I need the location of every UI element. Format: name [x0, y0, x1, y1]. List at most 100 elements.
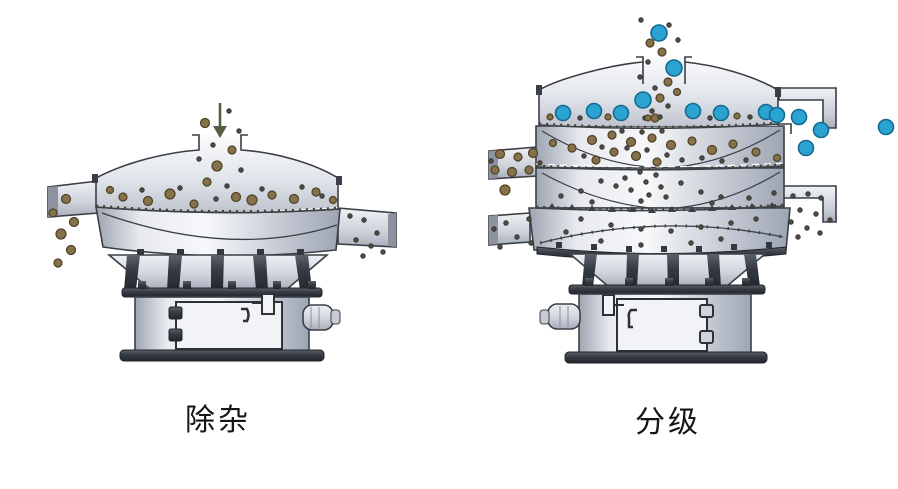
medium-particle-brown: [288, 193, 300, 205]
tier2-cone-curve-right: [661, 129, 781, 169]
medium-particle-brown: [513, 152, 523, 162]
fine-particle-dark: [238, 167, 244, 173]
fine-particle-dark: [139, 187, 145, 193]
right-machine-access-door: [616, 298, 708, 352]
motor-cap: [330, 309, 341, 325]
medium-particle-brown: [733, 112, 741, 120]
pan-floor-curve: [539, 225, 784, 244]
medium-particle-brown: [68, 216, 80, 228]
medium-particle-brown: [55, 228, 67, 240]
fine-particle-dark: [637, 169, 643, 175]
medium-particle-brown: [706, 144, 718, 156]
medium-particle-brown: [230, 191, 242, 203]
medium-particle-brown: [499, 184, 511, 196]
fine-particle-dark: [645, 59, 651, 65]
machine-left: [47, 103, 397, 362]
fine-particle-dark: [653, 172, 659, 178]
fine-particle-dark: [608, 222, 614, 228]
fine-particle-dark: [797, 207, 803, 213]
door-latch-plate: [602, 294, 615, 316]
coarse-particle-blue: [585, 102, 603, 120]
fine-particle-dark: [361, 217, 367, 223]
fine-particle-dark: [299, 184, 305, 190]
coarse-particle-blue: [877, 118, 895, 136]
door-hinge: [699, 304, 714, 318]
pan-bolt: [137, 249, 144, 255]
medium-particle-brown: [311, 187, 321, 197]
medium-particle-brown: [591, 155, 601, 165]
fine-particle-dark: [578, 216, 584, 222]
fine-particle-dark: [589, 199, 595, 205]
fine-particle-dark: [638, 198, 644, 204]
fine-particle-dark: [688, 240, 694, 246]
fine-particle-dark: [224, 183, 230, 189]
fine-particle-dark: [563, 229, 569, 235]
medium-particle-brown: [625, 136, 637, 148]
medium-particle-brown: [665, 139, 677, 151]
fine-particle-dark: [658, 184, 664, 190]
fine-particle-dark: [558, 193, 564, 199]
medium-particle-brown: [227, 145, 237, 155]
fine-particle-dark: [628, 187, 634, 193]
fine-particle-dark: [747, 114, 753, 120]
right-machine-fines-outlet: [782, 185, 837, 223]
medium-particle-brown: [607, 130, 617, 140]
left-machine-clamp-right: [336, 176, 342, 185]
medium-particle-brown: [65, 244, 77, 256]
fine-particle-dark: [638, 242, 644, 248]
fine-particle-dark: [259, 186, 265, 192]
particles-right: [488, 17, 895, 250]
fine-particle-dark: [746, 195, 752, 201]
flange-bolt: [273, 281, 281, 289]
medium-particle-brown: [490, 165, 500, 175]
medium-particle-brown: [548, 138, 558, 148]
fine-particle-dark: [638, 17, 644, 23]
medium-particle-brown: [672, 87, 682, 97]
fine-particle-dark: [598, 178, 604, 184]
funnel-rib: [124, 255, 140, 290]
left-machine-vibration-motor: [302, 304, 334, 331]
fine-particle-dark: [622, 175, 628, 181]
flange-bolt: [705, 278, 713, 286]
flange-bolt: [585, 278, 593, 286]
fine-particle-dark: [827, 217, 833, 223]
medium-particle-brown: [142, 195, 154, 207]
fine-particle-dark: [374, 230, 380, 236]
flange-bolt: [665, 278, 673, 286]
fine-particle-dark: [663, 194, 669, 200]
coarse-particle-blue: [790, 108, 808, 126]
door-hinge: [168, 306, 183, 320]
fine-particle-dark: [805, 191, 811, 197]
pan-bolt: [556, 242, 562, 248]
fine-particle-dark: [675, 37, 681, 43]
coarse-particle-blue: [797, 139, 815, 157]
fine-particle-dark: [637, 74, 643, 80]
fine-particle-dark: [790, 193, 796, 199]
medium-particle-brown: [60, 193, 72, 205]
fine-particle-dark: [788, 219, 794, 225]
fine-particle-dark: [644, 147, 650, 153]
right-machine-upper-flange: [568, 284, 766, 295]
medium-particle-brown: [328, 195, 338, 205]
medium-particle-brown: [546, 113, 554, 121]
medium-particle-brown: [199, 117, 211, 129]
coarse-particle-blue: [634, 91, 652, 109]
fine-particle-dark: [728, 220, 734, 226]
fine-particle-dark: [753, 216, 759, 222]
medium-particle-brown: [645, 38, 655, 48]
medium-particle-brown: [202, 177, 212, 187]
pan-bolt: [297, 249, 304, 255]
fine-particle-dark: [664, 152, 670, 158]
fine-particle-dark: [817, 230, 823, 236]
left-machine-pan-floor-curve: [101, 212, 338, 241]
fine-particle-dark: [659, 128, 665, 134]
caption-classification: 分级: [635, 405, 701, 440]
medium-particle-brown: [527, 147, 539, 159]
fine-particle-dark: [368, 243, 374, 249]
fine-particle-dark: [213, 196, 219, 202]
medium-particle-brown: [118, 192, 128, 202]
fine-particle-dark: [719, 158, 725, 164]
fine-particle-dark: [353, 237, 359, 243]
door-handle: [627, 308, 637, 329]
